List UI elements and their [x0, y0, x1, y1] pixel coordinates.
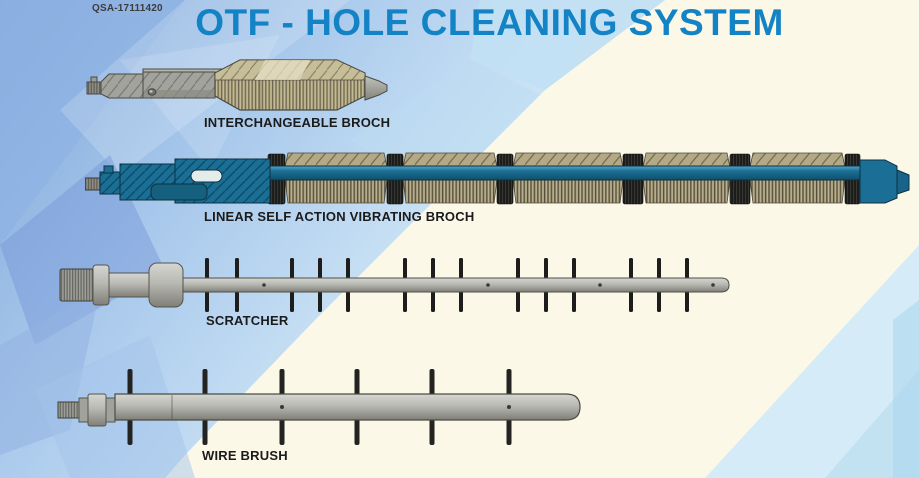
linear-self-action-vibrating-broch-illustration: [85, 152, 910, 205]
interchangeable-broch-illustration: [86, 59, 388, 111]
page-title: OTF - HOLE CLEANING SYSTEM: [195, 2, 784, 43]
wire-brush-illustration: [57, 369, 581, 445]
label-linear-self-action-vibrating-broch: LINEAR SELF ACTION VIBRATING BROCH: [204, 209, 475, 224]
scratcher-illustration: [59, 258, 730, 312]
label-wire-brush: WIRE BRUSH: [202, 448, 288, 463]
document-code: QSA-17111420: [92, 3, 163, 14]
label-interchangeable-broch: INTERCHANGEABLE BROCH: [204, 115, 391, 130]
label-scratcher: SCRATCHER: [206, 313, 289, 328]
